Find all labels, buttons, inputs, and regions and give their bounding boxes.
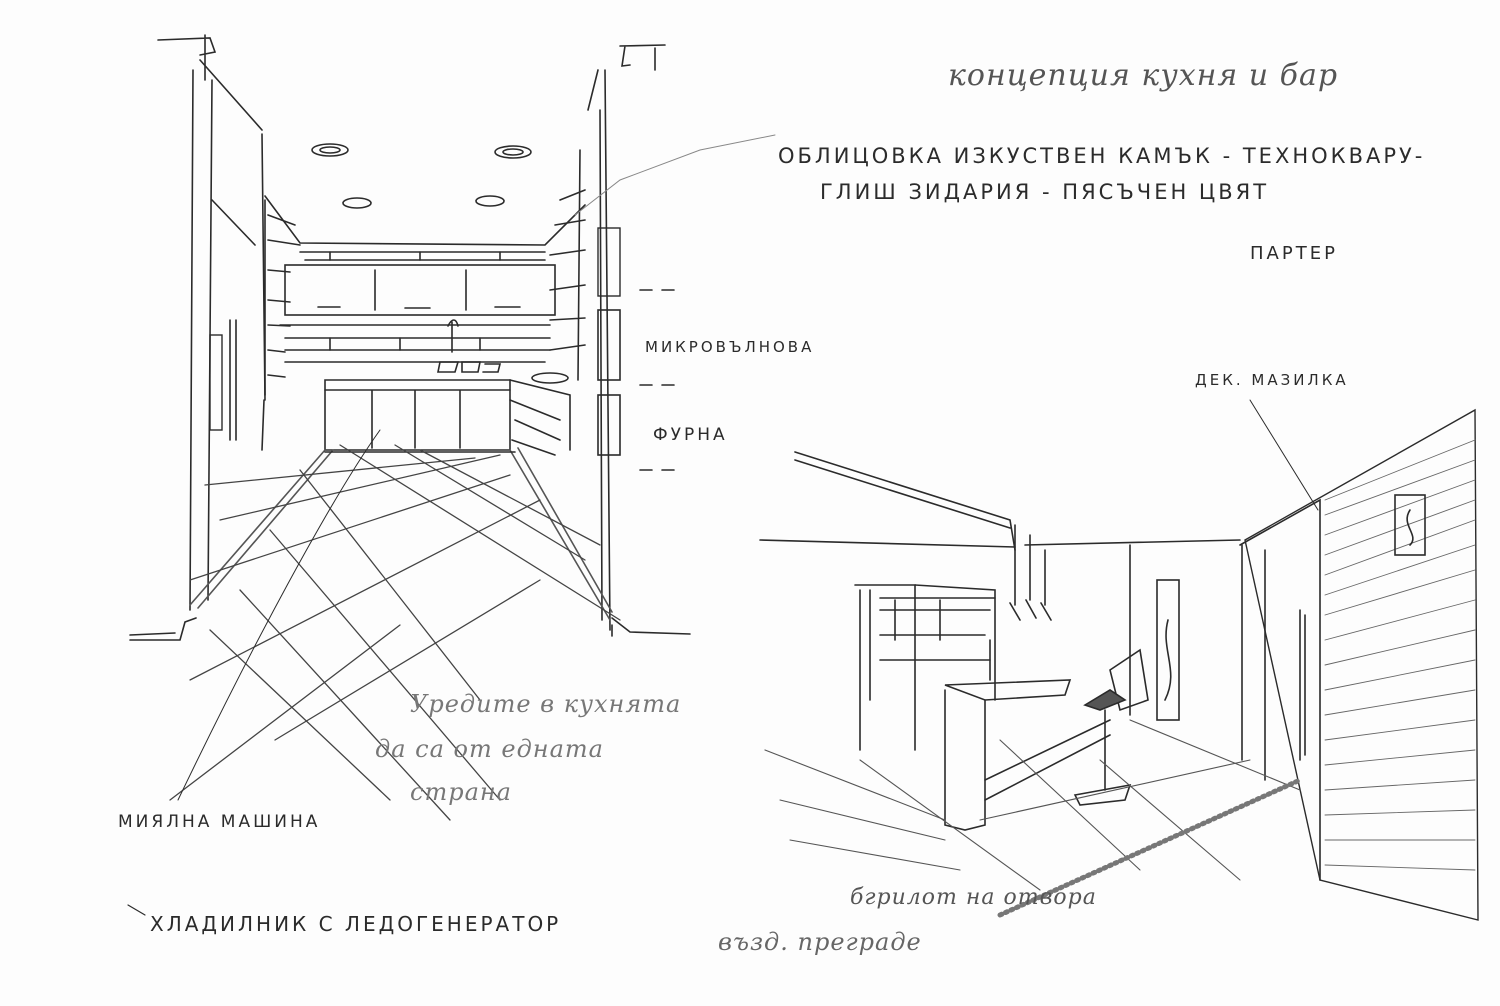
section-mark-left-top-icon xyxy=(157,34,217,81)
appliances-note-line3: страна xyxy=(410,778,512,806)
decorative-plaster-label: дек. мазилка xyxy=(1195,371,1349,389)
cladding-note-line1: облицовка изкуствен камък - техноквару- xyxy=(778,144,1426,168)
opening-grille-label: бгрилот на отвора xyxy=(850,885,1097,910)
fridge-label: хладилник с ледогенератор xyxy=(150,912,562,936)
cladding-note-line2: глиш зидария - пясъчен цвят xyxy=(820,180,1270,204)
air-curtain-label: възд. преграде xyxy=(718,928,922,956)
appliances-note-line2: да са от едната xyxy=(375,735,604,763)
floor-level-label: партер xyxy=(1250,243,1338,264)
sheet-title: концепция кухня и бар xyxy=(948,58,1339,93)
dishwasher-label: миялна машина xyxy=(118,812,321,832)
microwave-label: микровълнова xyxy=(645,338,815,356)
bar-sketch xyxy=(759,399,1479,921)
appliances-note-line1: Уредите в кухнята xyxy=(410,690,682,718)
oven-label: фурна xyxy=(653,425,728,445)
section-mark-right-top-icon xyxy=(619,44,666,71)
